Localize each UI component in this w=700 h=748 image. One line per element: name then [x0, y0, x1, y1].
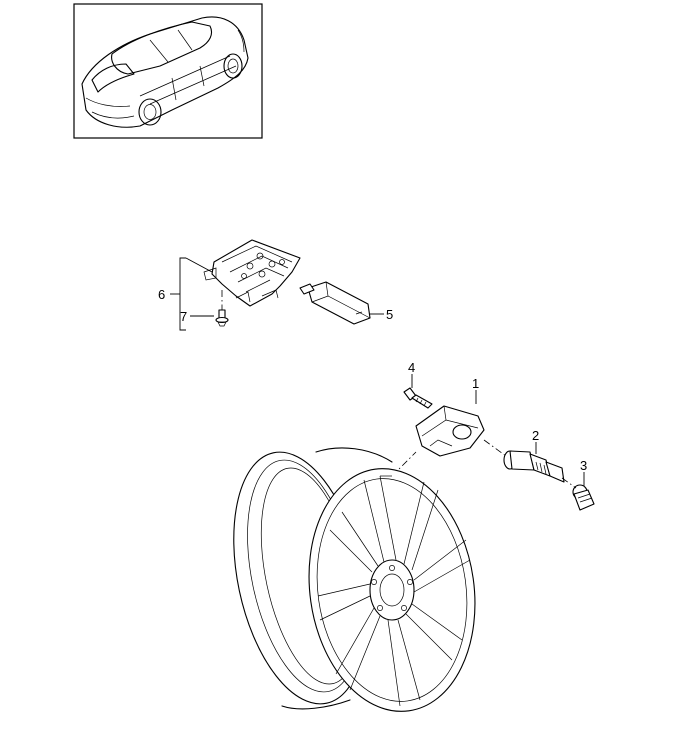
callout-2: 2: [532, 428, 539, 443]
callout-3: 3: [580, 458, 587, 473]
part-2-valve: [503, 450, 565, 483]
part-5-control-unit: [299, 281, 371, 325]
car-icon: [81, 16, 249, 128]
leader-6-top: [185, 257, 213, 273]
assembly-axis-valve: [483, 439, 507, 457]
assembly-axis-cap: [561, 477, 577, 489]
part-3-cap: [572, 484, 595, 511]
thumbnail-frame: [73, 3, 263, 139]
part-6-bracket: [203, 239, 301, 307]
callout-6: 6: [158, 287, 165, 302]
wheel-rim-icon: [233, 447, 476, 712]
part-1-sensor: [415, 405, 485, 457]
callout-4: 4: [408, 360, 415, 375]
part-4-screw: [403, 387, 433, 409]
part-7-screw: [215, 290, 229, 327]
car-thumbnail: [73, 3, 263, 139]
callout-1: 1: [472, 376, 479, 391]
callout-7: 7: [180, 309, 187, 324]
callout-5: 5: [386, 307, 393, 322]
